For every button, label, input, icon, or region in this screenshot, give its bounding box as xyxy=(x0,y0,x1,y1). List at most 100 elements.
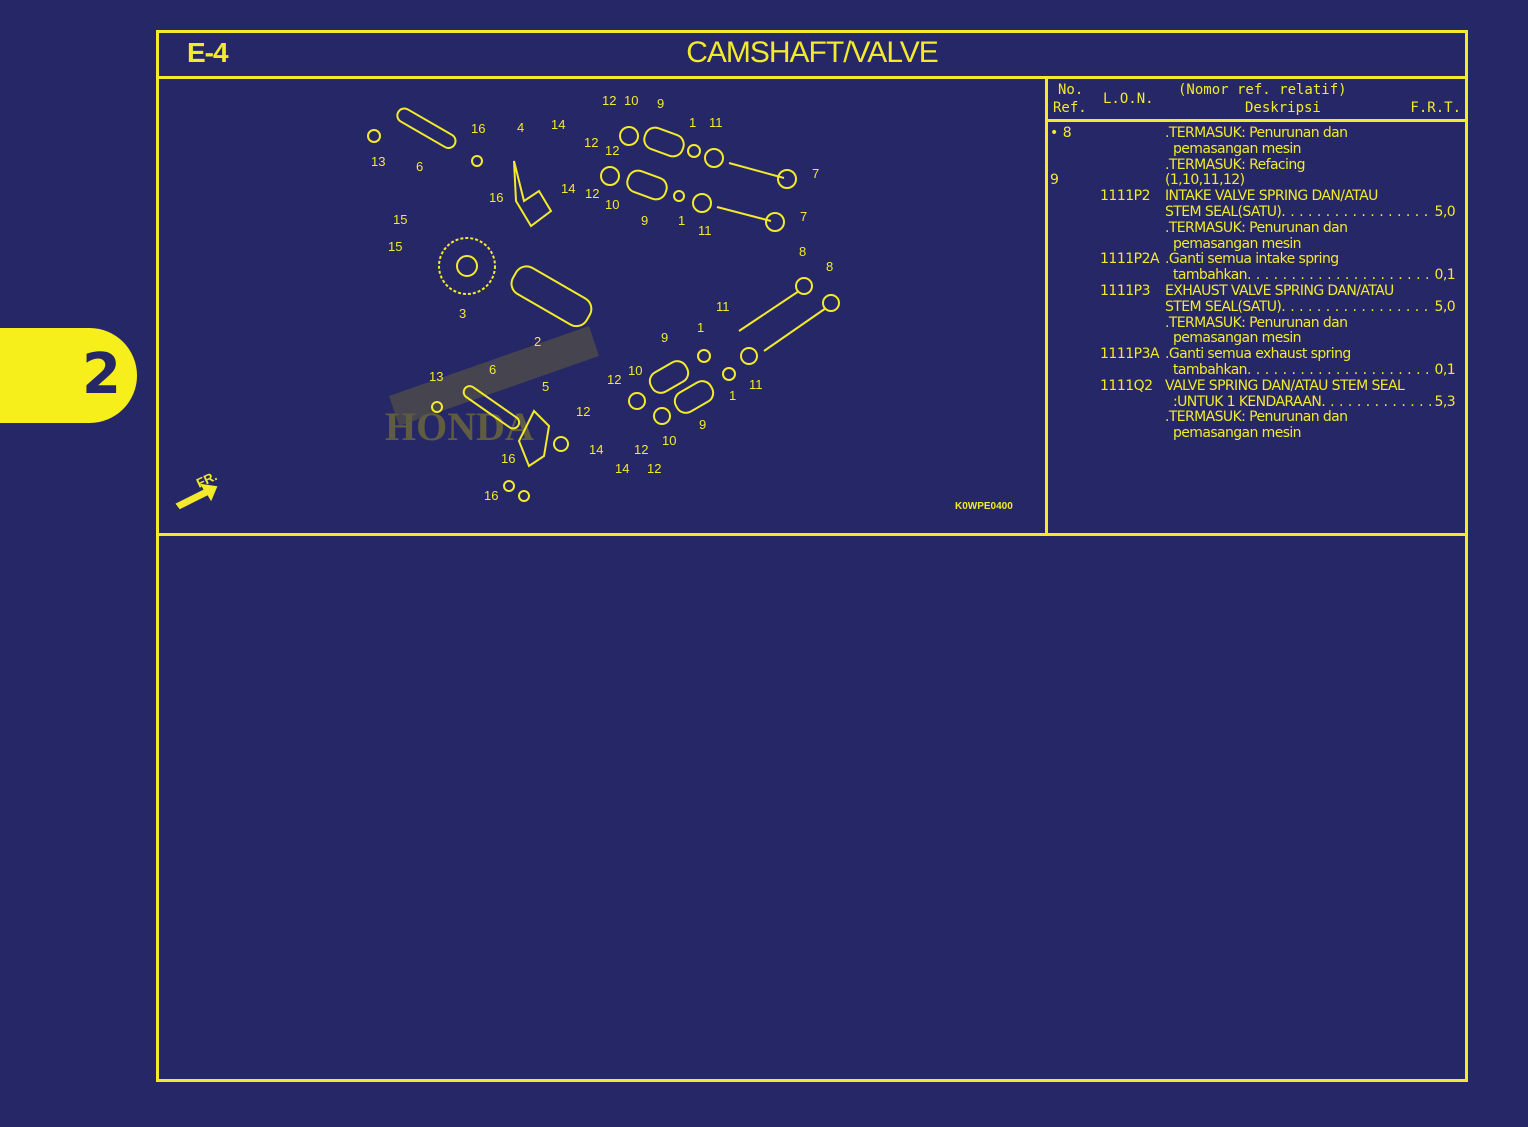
callout-label: 10 xyxy=(628,363,642,378)
table-row: pemasangan mesin xyxy=(1048,141,1465,158)
callout-label: 12 xyxy=(634,442,648,457)
callout-label: 16 xyxy=(471,121,485,136)
upper-section: HONDA xyxy=(159,76,1465,536)
table-row: .TERMASUK: Refacing xyxy=(1048,156,1465,174)
table-row: tambahkan 0,1 xyxy=(1048,267,1465,284)
frt-value: 0,1 xyxy=(1434,267,1456,284)
section-code: E-4 xyxy=(187,37,229,68)
ref-number: • 8 xyxy=(1050,125,1072,141)
table-row: 1111P3A .Ganti semua exhaust spring xyxy=(1048,346,1465,363)
callout-label: 5 xyxy=(542,379,549,394)
table-row: STEM SEAL(SATU)5,0 xyxy=(1048,298,1465,316)
callout-label: 1 xyxy=(689,115,696,130)
description-text: pemasangan mesin xyxy=(1173,235,1302,252)
dot-leader xyxy=(1247,268,1431,284)
callout-label: 4 xyxy=(517,120,524,135)
description-text: .TERMASUK: Penurunan dan xyxy=(1165,409,1348,426)
table-row: STEM SEAL(SATU)5,0 xyxy=(1048,203,1465,221)
diagram-parts: HONDA xyxy=(175,107,840,510)
dot-leader xyxy=(1281,300,1430,316)
description: .TERMASUK: Penurunan dan xyxy=(1165,410,1455,426)
parts-page-frame: E-4 CAMSHAFT/VALVE HONDA xyxy=(156,30,1468,1082)
description: .TERMASUK: Penurunan dan xyxy=(1165,314,1455,332)
callout-label: 12 xyxy=(602,93,616,108)
description: pemasangan mesin xyxy=(1173,141,1455,158)
callout-label: 11 xyxy=(698,223,712,238)
header-frt: F.R.T. xyxy=(1410,100,1461,116)
lon-code: 1111P3 xyxy=(1100,282,1150,299)
callout-label: 9 xyxy=(661,330,668,345)
table-row: pemasangan mesin xyxy=(1048,331,1465,347)
description-text: .TERMASUK: Refacing xyxy=(1165,156,1305,173)
description: tambahkan 0,1 xyxy=(1173,267,1456,284)
table-row: .TERMASUK: Penurunan dan xyxy=(1048,410,1465,426)
table-header: No. Ref. L.O.N. (Nomor ref. relatif) Des… xyxy=(1048,76,1465,122)
callout-label: 16 xyxy=(489,190,503,205)
description-text: .Ganti semua intake spring xyxy=(1165,251,1339,268)
callout-label: 1 xyxy=(729,388,736,403)
callout-label: 8 xyxy=(799,244,806,259)
description-text: STEM SEAL(SATU) xyxy=(1165,203,1282,220)
section-tab-label: 2 xyxy=(82,342,121,407)
table-row: tambahkan0,1 xyxy=(1048,361,1465,379)
callout-label: 14 xyxy=(615,461,629,476)
exploded-diagram: HONDA xyxy=(159,76,1048,533)
callout-label: 14 xyxy=(551,117,565,132)
description-text: .TERMASUK: Penurunan dan xyxy=(1165,219,1348,236)
parts-table: No. Ref. L.O.N. (Nomor ref. relatif) Des… xyxy=(1048,76,1465,533)
callout-label: 14 xyxy=(561,181,575,196)
table-row: 1111P3 EXHAUST VALVE SPRING DAN/ATAU xyxy=(1048,282,1465,300)
callout-label: 13 xyxy=(429,369,443,384)
callout-label: 11 xyxy=(709,115,723,130)
description-text: tambahkan xyxy=(1173,267,1248,284)
description: tambahkan0,1 xyxy=(1173,361,1456,379)
callout-label: 14 xyxy=(589,442,603,457)
callout-label: 8 xyxy=(826,259,833,274)
description: pemasangan mesin xyxy=(1173,331,1455,347)
drawing-code: K0WPE0400 xyxy=(955,501,1013,512)
callout-label: 7 xyxy=(800,209,807,224)
callout-label: 16 xyxy=(484,488,498,503)
lon-code: 1111P3A xyxy=(1100,346,1160,363)
section-tab[interactable]: 2 xyxy=(0,328,137,423)
callout-label: 10 xyxy=(662,433,676,448)
description-text: pemasangan mesin xyxy=(1173,330,1302,347)
callout-label: 9 xyxy=(699,417,706,432)
callout-label: 6 xyxy=(489,362,496,377)
table-row: :UNTUK 1 KENDARAAN5,3 xyxy=(1048,393,1465,411)
frt-value: 5,3 xyxy=(1434,393,1456,410)
description: VALVE SPRING DAN/ATAU STEM SEAL xyxy=(1165,378,1455,395)
callout-label: 1 xyxy=(697,320,704,335)
callout-label: 12 xyxy=(605,143,619,158)
table-row: 1111Q2 VALVE SPRING DAN/ATAU STEM SEAL xyxy=(1048,377,1465,395)
description-text: INTAKE VALVE SPRING DAN/ATAU xyxy=(1165,188,1378,205)
callout-label: 13 xyxy=(371,154,385,169)
frt-value: 5,0 xyxy=(1434,298,1456,315)
table-row: pemasangan mesin xyxy=(1048,235,1465,253)
dot-leader xyxy=(1247,363,1431,379)
table-row: • 8 .TERMASUK: Penurunan dan xyxy=(1048,125,1465,142)
lon-code: 1111Q2 xyxy=(1100,377,1153,394)
page-title: CAMSHAFT/VALVE xyxy=(686,36,939,69)
callout-label: 11 xyxy=(749,377,763,392)
ref-number: 9 xyxy=(1050,172,1059,189)
description-text: (1,10,11,12) xyxy=(1165,172,1245,189)
description: .TERMASUK: Penurunan dan xyxy=(1165,219,1455,237)
description-text: EXHAUST VALVE SPRING DAN/ATAU xyxy=(1165,282,1394,299)
description: .TERMASUK: Penurunan dan xyxy=(1165,125,1455,142)
description: pemasangan mesin xyxy=(1173,425,1455,442)
header-desc-2: Deskripsi xyxy=(1245,100,1321,116)
description-text: .TERMASUK: Penurunan dan xyxy=(1165,314,1348,331)
callout-label: 11 xyxy=(716,299,730,314)
callout-label: 2 xyxy=(534,334,541,349)
callout-label: 6 xyxy=(416,159,423,174)
description-text: tambahkan xyxy=(1173,361,1248,378)
description: STEM SEAL(SATU)5,0 xyxy=(1165,203,1456,221)
description-text: .Ganti semua exhaust spring xyxy=(1165,346,1351,363)
dot-leader xyxy=(1281,205,1430,221)
callout-label: 7 xyxy=(812,166,819,181)
description: STEM SEAL(SATU)5,0 xyxy=(1165,298,1456,316)
table-row: .TERMASUK: Penurunan dan xyxy=(1048,219,1465,237)
